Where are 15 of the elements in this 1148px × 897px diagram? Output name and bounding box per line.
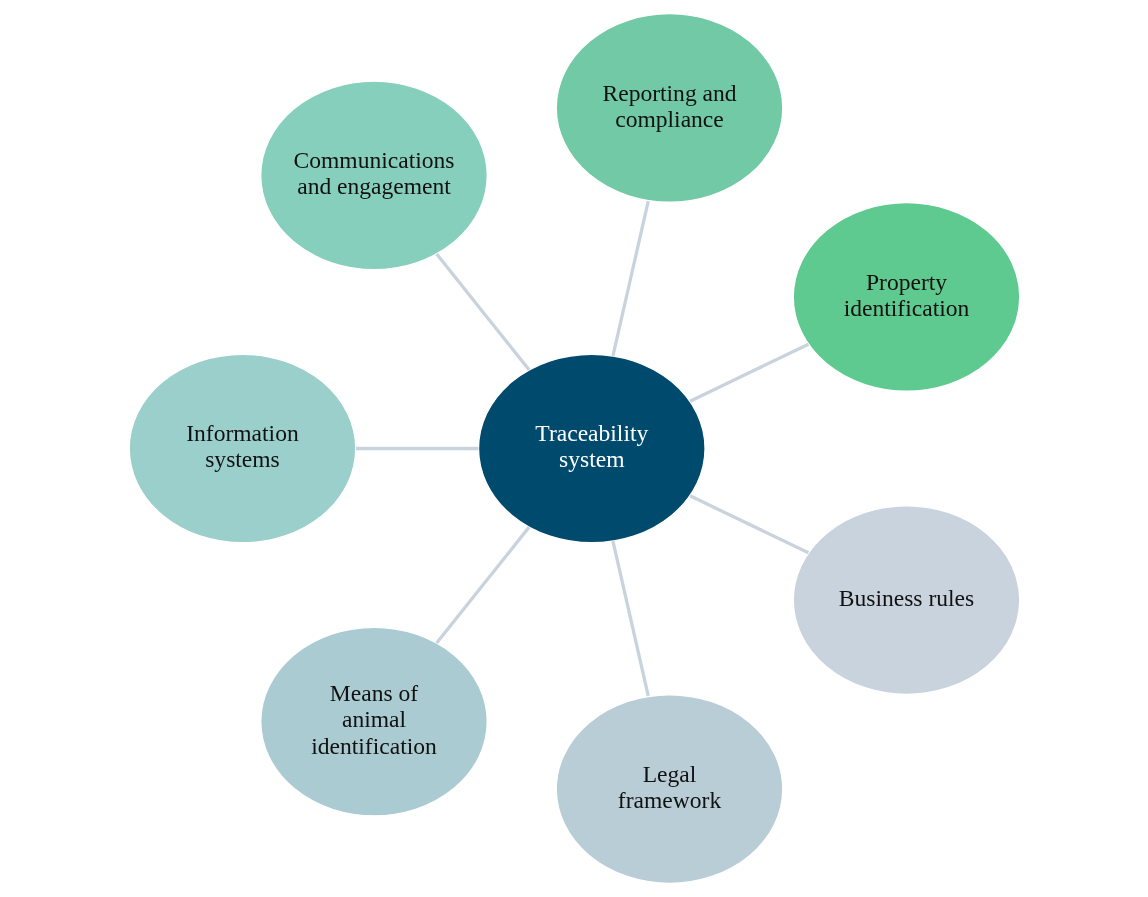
- node-ellipse: Traceability system: [477, 353, 706, 544]
- connector: [688, 342, 809, 403]
- node-ellipse: Legal framework: [555, 694, 783, 884]
- node-ellipse: Communications and engagement: [259, 80, 488, 271]
- connector: [688, 494, 809, 555]
- node-ellipse: Business rules: [792, 505, 1020, 695]
- connector: [355, 446, 478, 451]
- node-ellipse: Information systems: [128, 353, 356, 544]
- connector: [610, 540, 650, 697]
- connector: [610, 200, 650, 357]
- connector: [434, 252, 530, 371]
- node-ellipse: Means of animal identification: [259, 626, 488, 817]
- node-ellipse: Reporting and compliance: [555, 13, 783, 203]
- connector: [434, 526, 530, 645]
- node-ellipse: Property identification: [792, 202, 1020, 392]
